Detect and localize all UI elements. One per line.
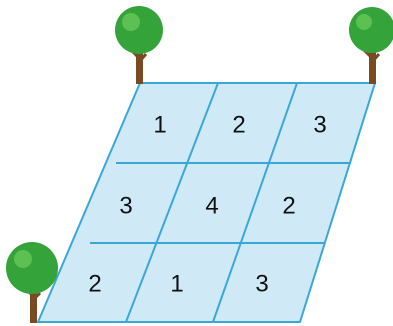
cell-r3-c2: 1 — [170, 271, 183, 298]
tree-icon — [349, 7, 393, 84]
cell-r2-c2: 4 — [205, 193, 218, 220]
tree-icon — [115, 6, 163, 84]
cell-r3-c1: 2 — [88, 271, 101, 298]
cell-r2-c1: 3 — [119, 193, 132, 220]
cell-r3-c3: 3 — [255, 271, 268, 298]
cell-r1-c2: 2 — [232, 112, 245, 139]
cell-r2-c3: 2 — [282, 193, 295, 220]
cell-r1-c1: 1 — [153, 112, 166, 139]
cell-r1-c3: 3 — [313, 112, 326, 139]
